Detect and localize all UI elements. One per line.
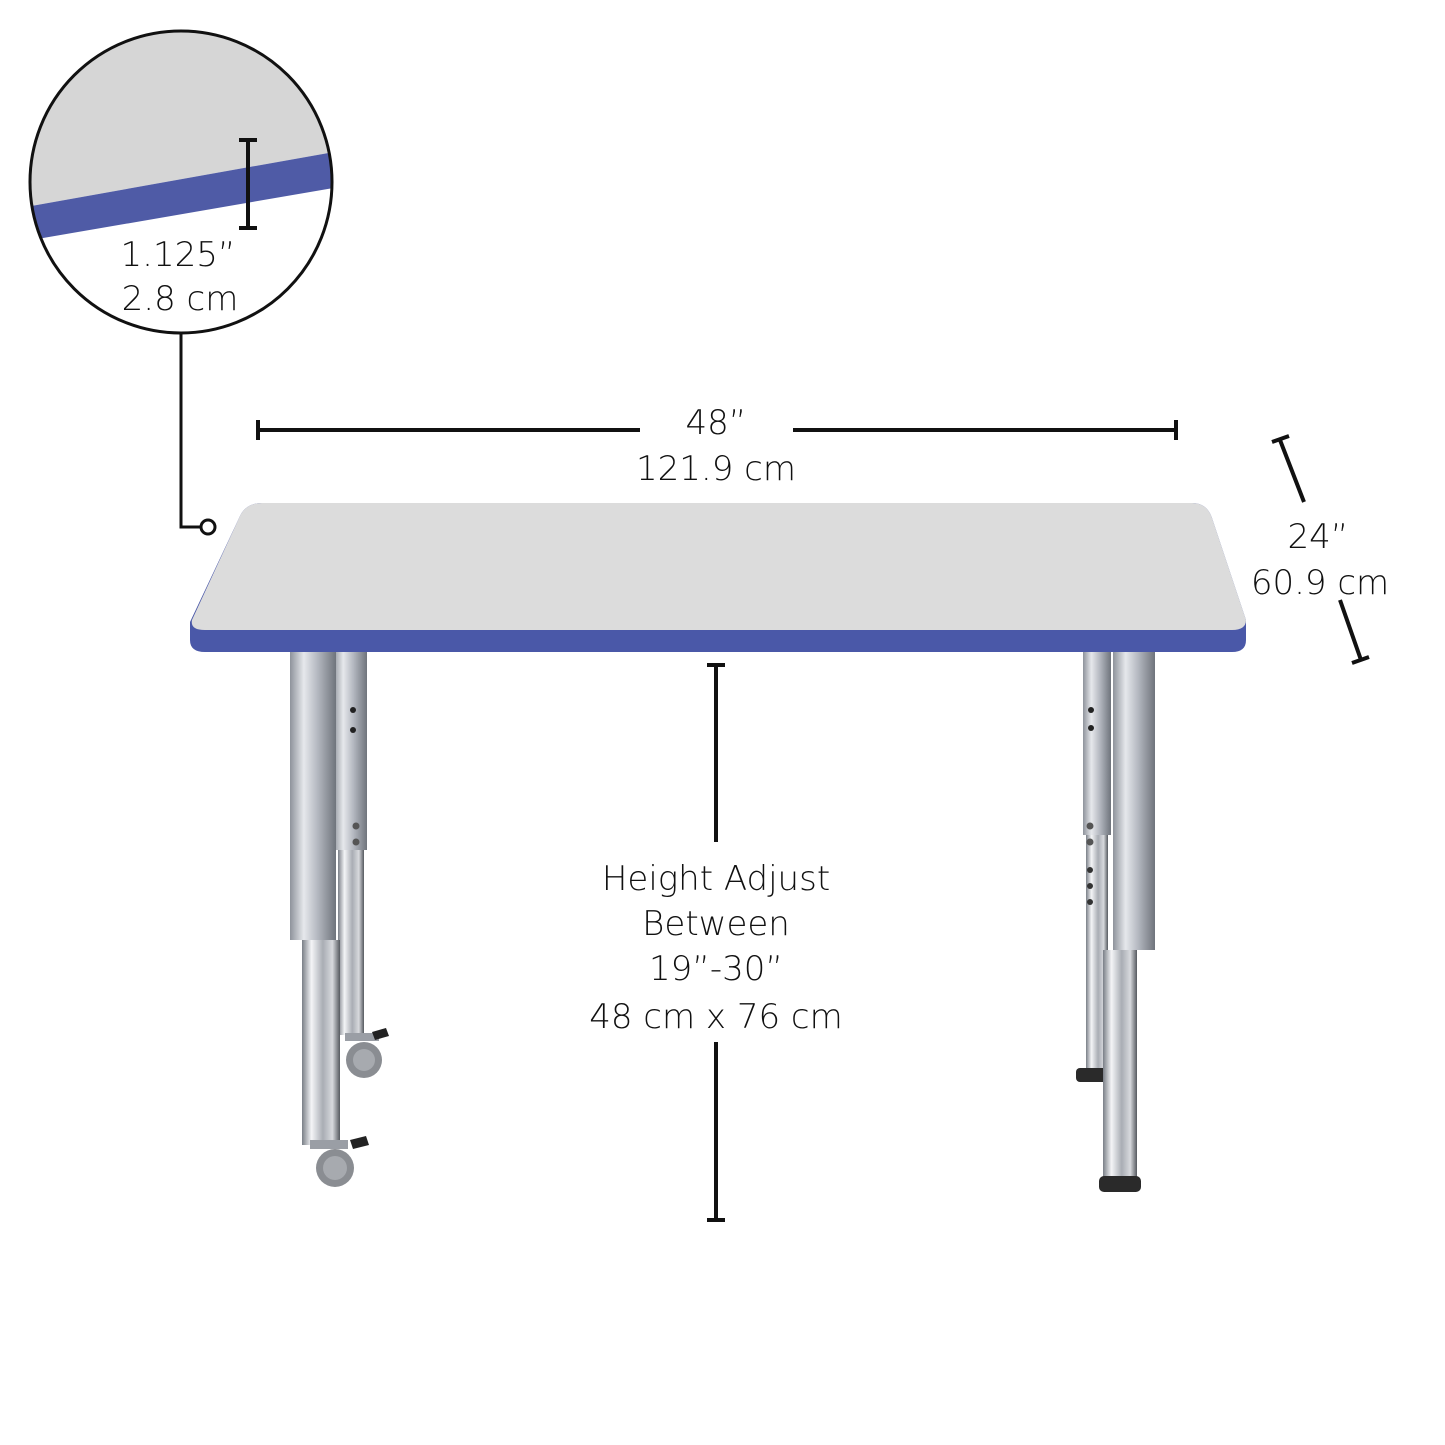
callout-anchor-point (199, 518, 217, 536)
front-left-leg (290, 650, 369, 1187)
front-right-leg (1086, 650, 1155, 1192)
caster-brake-icon (350, 1136, 369, 1149)
depth-cm: 60.9 cm (1251, 563, 1389, 603)
edge-detail-callout: 1.125” 2.8 cm (28, 29, 334, 536)
edge-thickness-inches: 1.125” (121, 235, 236, 275)
edge-thickness-dimension-line (239, 138, 257, 230)
height-range-inches: 19”-30” (649, 949, 783, 989)
width-cm: 121.9 cm (636, 449, 796, 489)
callout-edge-band (30, 150, 332, 242)
depth-dimension: 24” 60.9 cm (1251, 434, 1389, 665)
back-left-leg (333, 650, 389, 1078)
width-inches: 48” (686, 403, 747, 443)
height-dimension: Height Adjust Between 19”-30” 48 cm x 76… (589, 663, 843, 1222)
table-legs (290, 650, 1155, 1192)
caster-brake-icon (372, 1028, 389, 1040)
table-top (190, 503, 1247, 652)
depth-inches: 24” (1288, 517, 1349, 557)
table-top-surface (191, 503, 1247, 630)
callout-leader-line (179, 333, 201, 529)
back-right-leg (1076, 650, 1111, 1082)
edge-thickness-cm: 2.8 cm (122, 279, 239, 319)
width-dimension: 48” 121.9 cm (256, 403, 1178, 489)
height-label-line2: Between (642, 904, 790, 944)
height-range-cm: 48 cm x 76 cm (589, 997, 843, 1037)
height-label-line1: Height Adjust (602, 859, 830, 899)
